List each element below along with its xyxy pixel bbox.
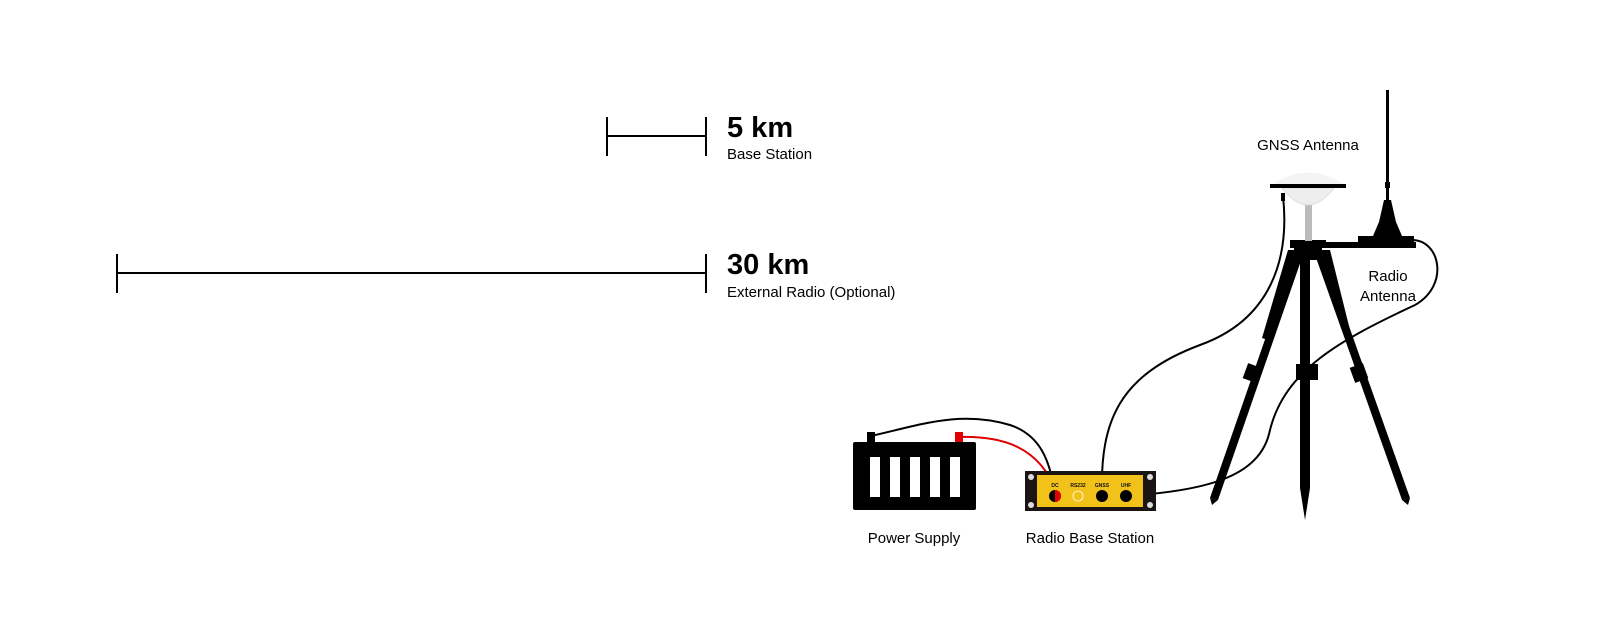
port-label-rs232: RS232 bbox=[1070, 483, 1086, 489]
gnss-antenna bbox=[1270, 172, 1346, 241]
radio-base-station: DC RS232 GNSS UHF bbox=[1025, 471, 1156, 511]
gnss-antenna-cable bbox=[1100, 195, 1286, 495]
gnss-port bbox=[1096, 490, 1108, 502]
radio-antenna-label-line1: Radio bbox=[1368, 268, 1407, 285]
scale-caption-external-radio: External Radio (Optional) bbox=[727, 284, 895, 301]
scale-distance-5km: 5 km bbox=[727, 112, 793, 144]
uhf-port bbox=[1120, 490, 1132, 502]
radio-antenna-label-line2: Antenna bbox=[1360, 288, 1417, 305]
tripod bbox=[1210, 240, 1410, 520]
scale-bar-5km bbox=[606, 117, 707, 156]
scale-bar-30km bbox=[116, 254, 707, 293]
radio-base-station-label: Radio Base Station bbox=[1026, 530, 1154, 547]
port-label-uhf: UHF bbox=[1121, 483, 1131, 489]
power-supply-label: Power Supply bbox=[868, 530, 961, 547]
power-supply bbox=[853, 432, 976, 510]
rs232-port bbox=[1072, 490, 1084, 502]
port-label-dc: DC bbox=[1051, 483, 1059, 489]
power-negative-cable bbox=[870, 417, 1056, 495]
gnss-antenna-label: GNSS Antenna bbox=[1257, 137, 1359, 154]
scale-caption-base-station: Base Station bbox=[727, 146, 812, 163]
scale-distance-30km: 30 km bbox=[727, 249, 809, 281]
port-label-gnss: GNSS bbox=[1095, 483, 1110, 489]
radio-antenna bbox=[1326, 90, 1416, 248]
